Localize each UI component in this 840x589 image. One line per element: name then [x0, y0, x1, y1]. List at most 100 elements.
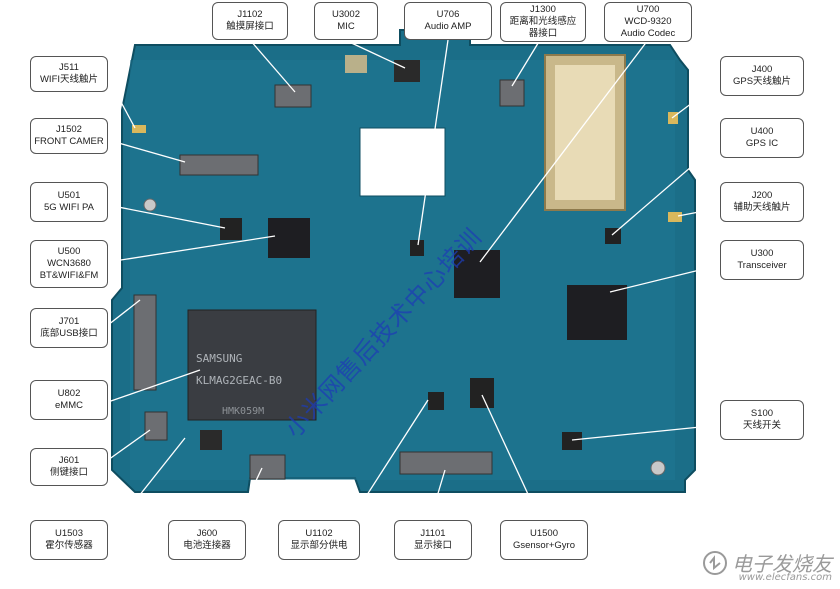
label-u1500-desc: Gsensor+Gyro	[512, 540, 576, 551]
label-u500-desc2: BT&WIFI&FM	[39, 270, 99, 281]
emmc-marking-3: HMK059M	[222, 406, 264, 417]
label-j1300-desc2: 器接口	[528, 28, 558, 39]
label-j400-code: J400	[751, 64, 773, 75]
hall-sensor-area	[200, 430, 222, 450]
gps-ic-chip	[605, 228, 621, 244]
label-j1101: J1101 显示接口	[394, 520, 472, 560]
label-u1503-code: U1503	[55, 528, 83, 539]
label-j511-desc: WIFI天线触片	[39, 74, 99, 85]
label-j1300: J1300 距离和光线感应 器接口	[500, 2, 586, 42]
emmc-marking-2: KLMAG2GEAC-B0	[196, 374, 282, 387]
label-j1502: J1502 FRONT CAMER	[30, 118, 108, 154]
rf-test-port	[650, 460, 666, 476]
label-u706-desc: Audio AMP	[424, 21, 472, 32]
label-u700-code: U700	[636, 4, 660, 15]
label-j1101-code: J1101	[420, 528, 446, 539]
label-j1502-code: J1502	[56, 124, 82, 135]
label-u400-code: U400	[750, 126, 774, 137]
proximity-connector	[499, 79, 525, 107]
label-u1500-code: U1500	[530, 528, 558, 539]
label-s100-desc: 天线开关	[742, 420, 781, 431]
label-u1503-desc: 霍尔传感器	[45, 540, 93, 551]
leader-lines	[107, 39, 721, 541]
touch-connector	[274, 84, 312, 108]
label-u3002-desc: MIC	[337, 21, 355, 32]
antenna-switch-chip	[562, 432, 582, 450]
elecfans-logo-url: www.elecfans.com	[738, 572, 832, 583]
label-u802-desc: eMMC	[55, 400, 83, 411]
label-u500: U500 WCN3680 BT&WIFI&FM	[30, 240, 108, 288]
label-u501-desc: 5G WIFI PA	[44, 202, 94, 213]
label-s100: S100 天线开关	[720, 400, 804, 440]
transceiver-chip	[567, 285, 627, 340]
label-u802: U802 eMMC	[30, 380, 108, 420]
label-u300-code: U300	[750, 248, 774, 259]
elecfans-logo: 电子发烧友 www.elecfans.com	[702, 548, 832, 583]
label-u400-desc: GPS IC	[745, 138, 779, 149]
display-connector	[399, 451, 493, 475]
label-u3002-code: U3002	[332, 9, 360, 20]
label-j1102-code: J1102	[237, 9, 263, 20]
audio-amp-chip	[410, 240, 424, 256]
label-j1502-desc: FRONT CAMER	[34, 136, 104, 147]
label-j600: J600 电池连接器	[168, 520, 246, 560]
label-u500-code: U500	[57, 246, 81, 257]
label-j701: J701 底部USB接口	[30, 308, 108, 348]
elecfans-logo-icon	[703, 550, 727, 575]
front-camera-connector	[179, 154, 259, 176]
label-j200: J200 辅助天线触片	[720, 182, 804, 222]
label-j200-code: J200	[751, 190, 773, 201]
wifi-antenna-pad	[132, 125, 146, 133]
codec-chip	[454, 250, 500, 298]
label-j601: J601 侧键接口	[30, 448, 108, 486]
label-u706-code: U706	[436, 9, 460, 20]
board-cutout	[359, 127, 446, 197]
emmc-marking-1: SAMSUNG	[196, 352, 242, 365]
label-j400-desc: GPS天线触片	[732, 76, 792, 87]
label-u700-desc2: Audio Codec	[620, 28, 676, 39]
battery-connector	[249, 454, 286, 480]
elecfans-logo-cn: 电子发烧友	[732, 552, 832, 576]
label-u501: U501 5G WIFI PA	[30, 182, 108, 222]
label-j701-code: J701	[58, 316, 80, 327]
label-j400: J400 GPS天线触片	[720, 56, 804, 96]
label-u501-code: U501	[57, 190, 81, 201]
label-u3002: U3002 MIC	[314, 2, 378, 40]
label-j600-desc: 电池连接器	[183, 540, 231, 551]
label-j200-desc: 辅助天线触片	[733, 202, 791, 213]
label-j1102: J1102 触摸屏接口	[212, 2, 288, 40]
label-j701-desc: 底部USB接口	[40, 328, 98, 339]
emmc-chip	[187, 309, 317, 421]
label-u1102-desc: 显示部分供电	[290, 540, 348, 551]
label-j1300-desc: 距离和光线感应	[509, 16, 577, 27]
label-j1300-code: J1300	[530, 4, 556, 15]
usb-connector	[133, 294, 157, 391]
label-j601-desc: 侧键接口	[49, 467, 88, 478]
wcn3680-chip	[268, 218, 310, 258]
label-u700: U700 WCD-9320 Audio Codec	[604, 2, 692, 42]
label-u802-code: U802	[57, 388, 81, 399]
mic-component	[394, 60, 420, 82]
label-u700-desc: WCD-9320	[624, 16, 672, 27]
label-u300: U300 Transceiver	[720, 240, 804, 280]
label-u1102-code: U1102	[305, 528, 333, 539]
crystal-component	[345, 55, 367, 73]
wifi-rf-port	[143, 198, 157, 212]
label-j1101-desc: 显示接口	[413, 540, 452, 551]
label-u1503: U1503 霍尔传感器	[30, 520, 108, 560]
label-u1102: U1102 显示部分供电	[278, 520, 360, 560]
display-power-chip	[428, 392, 444, 410]
label-j600-code: J600	[196, 528, 218, 539]
label-u1500: U1500 Gsensor+Gyro	[500, 520, 588, 560]
label-j511-code: J511	[59, 62, 79, 73]
label-u300-desc: Transceiver	[737, 260, 787, 271]
label-u400: U400 GPS IC	[720, 118, 804, 158]
side-key-connector	[144, 411, 168, 441]
label-j601-code: J601	[58, 455, 80, 466]
label-u706: U706 Audio AMP	[404, 2, 492, 40]
wifi-pa-chip	[220, 218, 242, 240]
gsensor-chip	[470, 378, 494, 408]
label-j1102-desc: 触摸屏接口	[226, 21, 274, 32]
aux-antenna-pad	[668, 212, 682, 222]
